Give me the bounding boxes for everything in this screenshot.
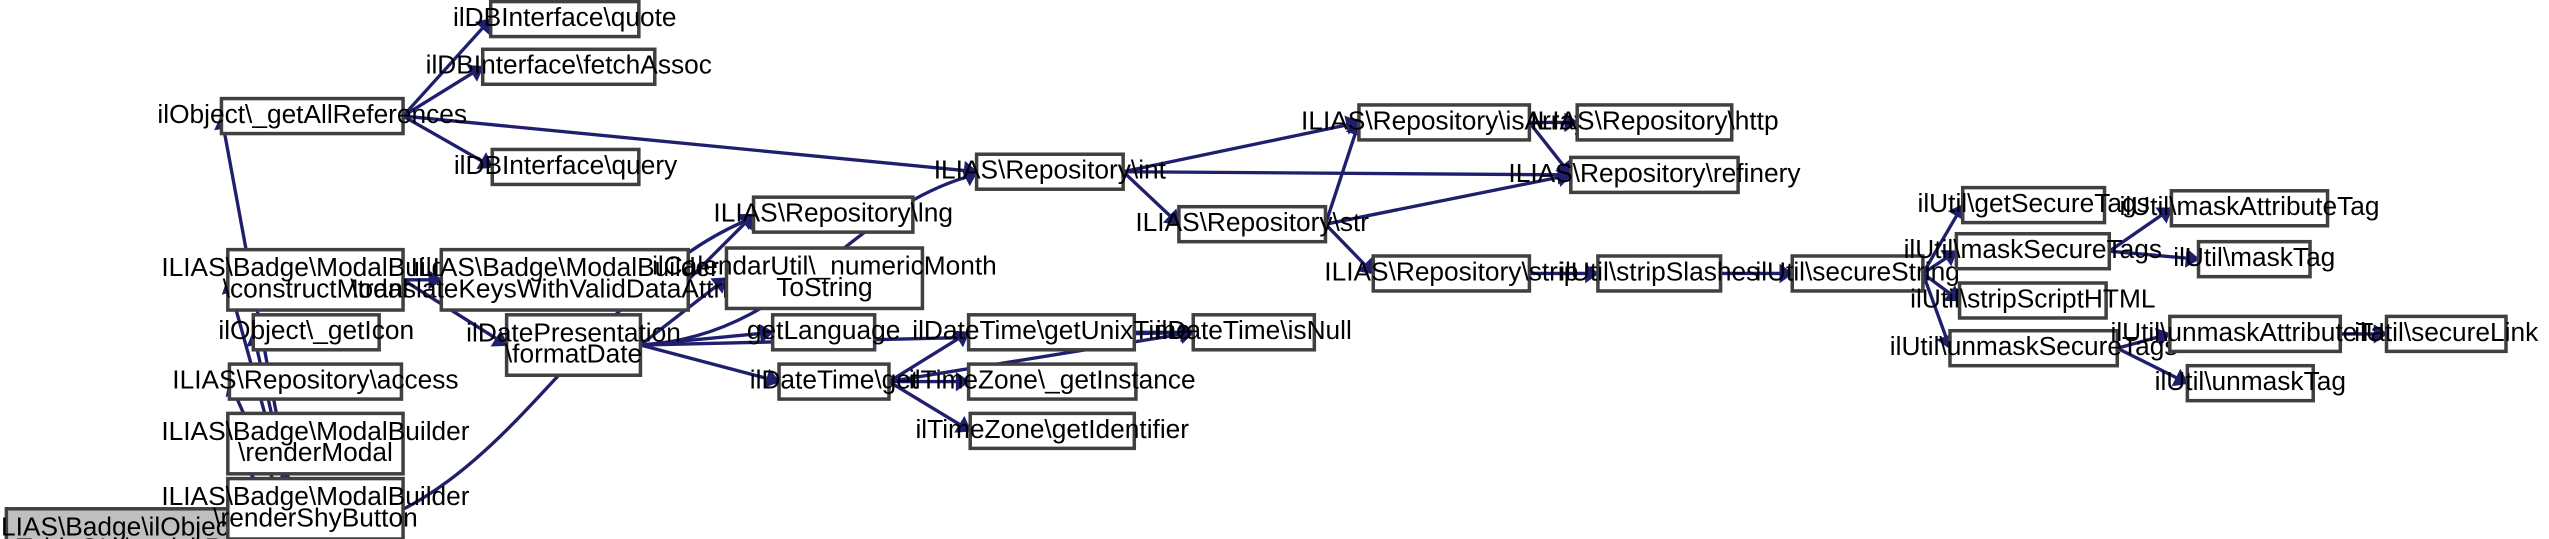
arrow-head-icon: [490, 329, 508, 347]
node-box[interactable]: [2169, 189, 2330, 228]
call-edge-dtGet-to-dtGetUnixTime: [888, 337, 960, 384]
arrow-head-icon: [759, 323, 775, 344]
node-box[interactable]: [219, 96, 405, 136]
node-box[interactable]: [490, 147, 641, 187]
node-box[interactable]: [968, 411, 1137, 451]
arrow-head-icon: [466, 65, 484, 82]
graph-node-numericMonth[interactable]: ilCalendarUtil\_numericMonthToStringilCa…: [652, 246, 997, 311]
arrow-head-icon: [954, 415, 972, 433]
node-box[interactable]: [226, 247, 405, 312]
arrow-head-icon: [1180, 322, 1195, 343]
call-edge-repoInt-to-repoIsArray: [1122, 123, 1348, 174]
node-box[interactable]: [480, 47, 657, 87]
node-box[interactable]: [1569, 155, 1740, 195]
call-edge-secureString-to-maskSecureTags: [1921, 256, 1948, 275]
call-edge-secureString-to-unmaskSecureTags: [1921, 272, 1948, 338]
call-edge-repoStr-to-repoIsArray: [1323, 133, 1357, 225]
call-edge-maskSecureTags-to-maskAttributeTag: [2108, 213, 2163, 253]
node-box[interactable]: [1948, 328, 2120, 368]
node-box[interactable]: [1957, 281, 2108, 320]
node-box[interactable]: [1954, 231, 2112, 271]
node-box[interactable]: [1960, 185, 2107, 225]
node-box[interactable]: [1357, 103, 1532, 142]
call-edge-secureString-to-getSecureTags: [1921, 214, 1959, 275]
node-box[interactable]: [227, 362, 404, 401]
node-box[interactable]: [2185, 363, 2315, 403]
arrow-head-icon: [1940, 250, 1958, 267]
call-edge-repoStr-to-repoRefinery: [1325, 175, 1560, 226]
arrow-head-icon: [710, 277, 728, 294]
call-edge-repoIsArray-to-repoRefinery: [1528, 121, 1565, 167]
call-edge-unmaskSecureTags-to-unmaskTag: [2116, 346, 2178, 380]
arrow-head-icon: [960, 168, 978, 187]
node-box[interactable]: [488, 0, 641, 39]
arrow-head-icon: [1779, 263, 1794, 284]
arrow-head-icon: [2155, 207, 2173, 224]
arrow-head-icon: [1564, 112, 1579, 133]
arrow-head-icon: [764, 368, 781, 388]
node-box[interactable]: [966, 362, 1138, 401]
node-box[interactable]: [966, 313, 1137, 352]
call-edge-formatDate-to-numericMonth: [639, 284, 719, 347]
call-edge-secureString-to-stripScriptHTML: [1921, 272, 1951, 295]
node-box[interactable]: [2384, 314, 2508, 354]
call-edge-repoStr-to-repoStrip: [1324, 223, 1367, 267]
node-box[interactable]: [1371, 254, 1532, 293]
call-edge-translateKeys-to-repoLng: [687, 221, 747, 282]
arrow-head-icon: [955, 371, 971, 392]
graph-node-repoAccess[interactable]: ILIAS\Repository\accessILIAS\Repository\…: [172, 362, 459, 401]
graph-node-renderModal[interactable]: ILIAS\Badge\ModalBuilder\renderModalILIA…: [161, 411, 470, 476]
node-box[interactable]: [1575, 103, 1734, 142]
call-edge-repoInt-to-repoStr: [1122, 170, 1172, 218]
node-box[interactable]: [251, 313, 381, 352]
node-box[interactable]: [1596, 254, 1723, 293]
call-edge-maskSecureTags-to-maskTag: [2109, 249, 2187, 260]
node-box[interactable]: [2196, 239, 2312, 279]
call-edge-getAllReferences-to-repoInt: [402, 114, 965, 173]
call-edge-getAllReferences-to-dbFetchAssoc: [402, 71, 474, 118]
arrow-head-icon: [1585, 263, 1600, 284]
arrow-head-icon: [2184, 248, 2200, 268]
arrow-head-icon: [2154, 327, 2172, 347]
call-edge-formatDate-to-dtGet: [640, 343, 768, 381]
node-box[interactable]: [777, 362, 891, 401]
arrow-head-icon: [428, 270, 443, 290]
node-box[interactable]: [439, 247, 690, 312]
call-edge-unmaskSecureTags-to-unmaskAttributeTag: [2116, 335, 2159, 350]
node-box[interactable]: [1191, 313, 1317, 352]
node-box[interactable]: [226, 411, 405, 476]
arrow-head-icon: [2171, 368, 2189, 387]
node-box[interactable]: [770, 313, 877, 352]
arrow-head-icon: [476, 152, 494, 170]
call-edge-dtGet-to-tzGetIdentifier: [888, 380, 961, 427]
node-box[interactable]: [724, 246, 925, 311]
node-box[interactable]: [1177, 204, 1328, 244]
node-box[interactable]: [1790, 254, 1925, 293]
arrow-head-icon: [952, 330, 970, 348]
node-box[interactable]: [226, 476, 405, 539]
node-box[interactable]: [504, 313, 643, 377]
call-edge-getAllReferences-to-dbQuery: [402, 114, 483, 163]
arrow-head-icon: [2373, 324, 2388, 344]
node-box[interactable]: [2168, 314, 2343, 354]
node-box[interactable]: [751, 195, 915, 234]
call-edge-getAllReferences-to-dbQuote: [401, 26, 484, 118]
node-box[interactable]: [974, 152, 1125, 191]
arrow-head-icon: [1943, 285, 1961, 302]
graph-node-unmaskSecureTags[interactable]: ilUtil\unmaskSecureTagsilUtil\unmaskSecu…: [1890, 328, 2178, 368]
